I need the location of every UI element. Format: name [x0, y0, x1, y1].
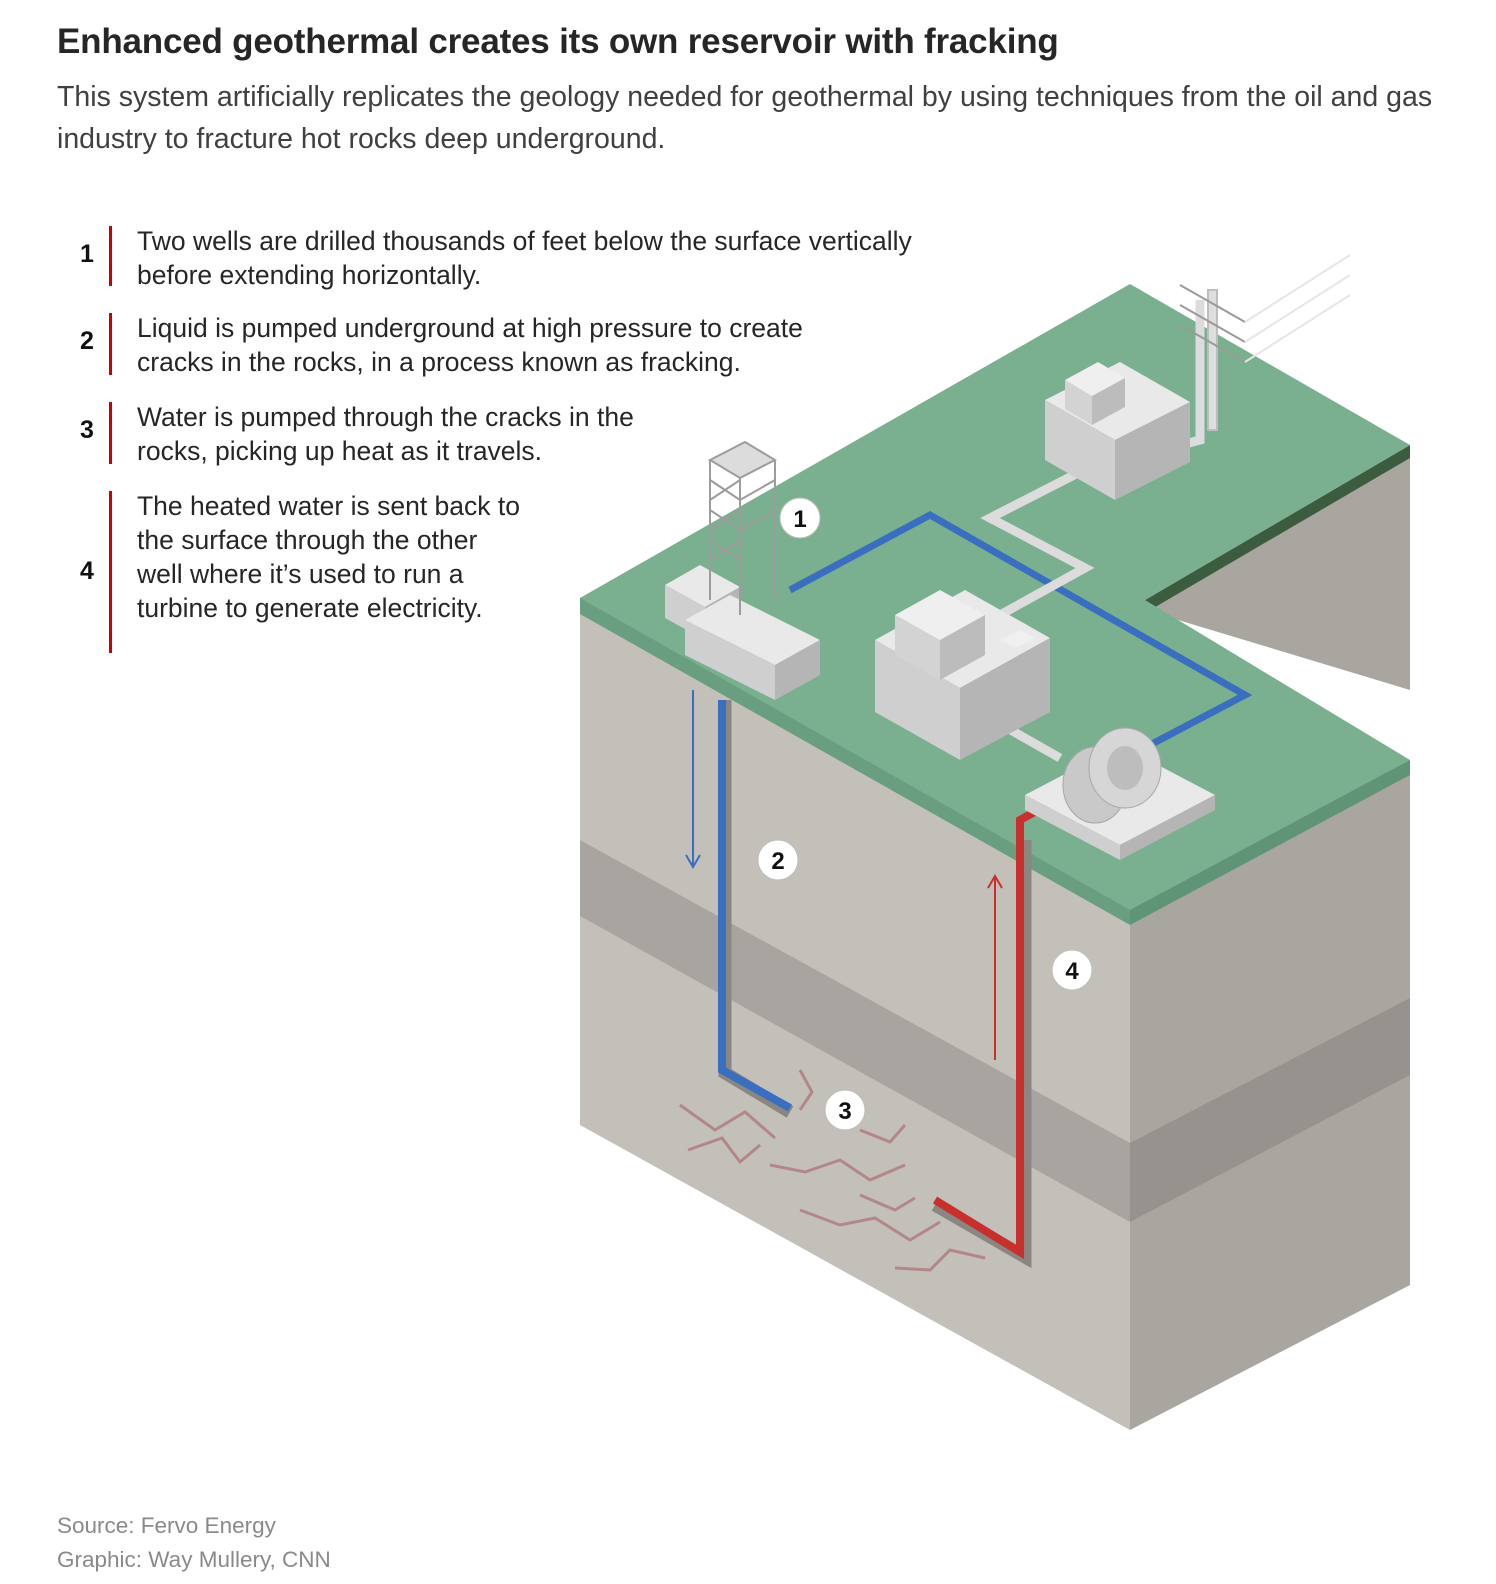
- marker-1: 1: [779, 497, 821, 539]
- step-number: 3: [80, 416, 94, 444]
- step-number: 2: [80, 327, 94, 355]
- step-accent-bar: [109, 402, 112, 464]
- cold-water-pipe: [788, 511, 1253, 749]
- rock-face-back: [1145, 455, 1410, 690]
- marker-label: 3: [838, 1098, 851, 1125]
- rock-band-right: [1130, 998, 1410, 1222]
- marker-2: 2: [757, 839, 799, 881]
- step-accent-bar: [109, 491, 112, 653]
- back-building: [1045, 362, 1190, 500]
- step-text: Water is pumped through the cracks in th…: [137, 402, 634, 466]
- step-number: 1: [80, 240, 94, 268]
- fracture-cracks: [679, 1069, 986, 1272]
- down-arrow-icon: [685, 690, 701, 869]
- drilling-rig: [665, 440, 820, 700]
- ground-edge-right: [1130, 760, 1410, 925]
- turbine: [1025, 727, 1215, 860]
- marker-label: 4: [1065, 958, 1079, 985]
- power-plant-building: [875, 590, 1050, 760]
- graphic-credit: Graphic: Way Mullery, CNN: [57, 1547, 331, 1572]
- marker-label: 2: [771, 848, 784, 875]
- up-arrow-icon: [987, 874, 1003, 1060]
- ground-edge-front: [580, 598, 1130, 925]
- production-well: [932, 835, 1024, 1260]
- injection-well: [718, 700, 792, 1112]
- transmission-tower-icon: [1179, 254, 1351, 431]
- marker-4: 4: [1051, 949, 1093, 991]
- rock-band-left: [580, 840, 1130, 1222]
- marker-label: 1: [793, 506, 806, 533]
- source-note: Source: Fervo Energy: [57, 1513, 276, 1538]
- step-accent-bar: [109, 313, 112, 375]
- step-text: Liquid is pumped underground at high pre…: [137, 313, 803, 377]
- step-text: The heated water is sent back to the sur…: [137, 491, 520, 623]
- step-number: 4: [80, 557, 94, 585]
- step-text: Two wells are drilled thousands of feet …: [137, 226, 912, 290]
- page-subtitle: This system artificially replicates the …: [57, 81, 1433, 155]
- step-accent-bar: [109, 226, 112, 286]
- page-title: Enhanced geothermal creates its own rese…: [57, 22, 1059, 61]
- steam-pipe: [980, 300, 1205, 619]
- marker-3: 3: [824, 1089, 866, 1131]
- ground-edge-back: [1145, 445, 1410, 613]
